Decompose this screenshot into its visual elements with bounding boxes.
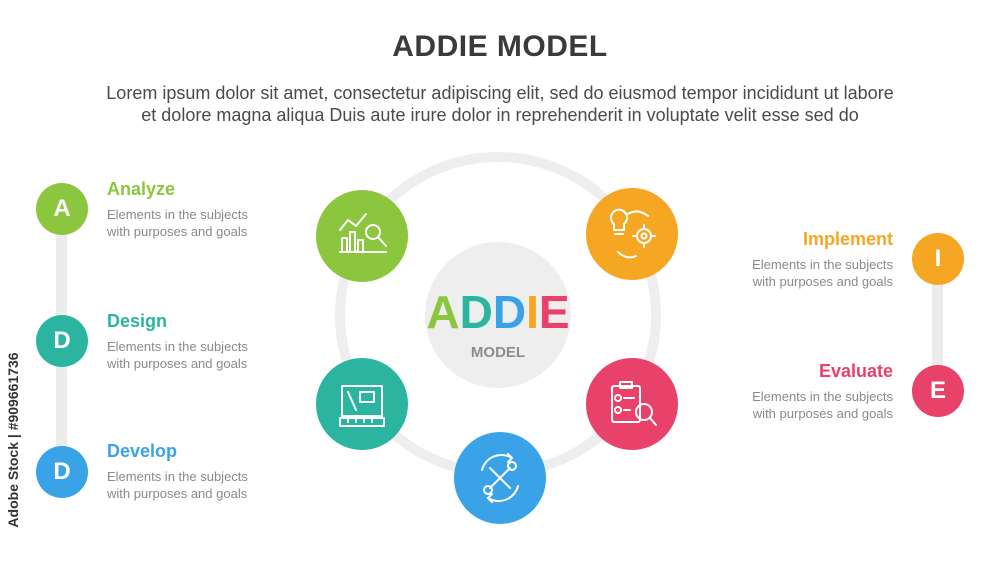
design-badge-letter: D: [53, 327, 71, 354]
analyze-desc-line-1: Elements in the subjects: [107, 207, 248, 222]
analyze-desc: Elements in the subjects with purposes a…: [107, 206, 277, 240]
evaluate-badge-letter: E: [929, 377, 946, 404]
analyze-node: [316, 190, 408, 282]
idea-gear-icon: [610, 208, 656, 259]
implement-title: Implement: [802, 229, 893, 249]
evaluate-badge: E: [912, 365, 964, 417]
center-disc: [425, 242, 571, 388]
center-letter-d2: D: [493, 286, 526, 338]
center-addie-wordmark: ADDIE: [426, 286, 569, 338]
implement-badge-letter: I: [934, 245, 942, 272]
evaluate-title: Evaluate: [818, 361, 893, 381]
evaluate-desc-line-1: Elements in the subjects: [752, 389, 893, 404]
center-model-label: MODEL: [471, 344, 525, 361]
evaluate-desc: Elements in the subjects with purposes a…: [723, 388, 893, 422]
subtitle-line-2: et dolore magna aliqua Duis aute irure d…: [141, 105, 859, 125]
center-letter-d1: D: [460, 286, 493, 338]
subtitle-line-1: Lorem ipsum dolor sit amet, consectetur …: [106, 83, 894, 103]
page-subtitle: Lorem ipsum dolor sit amet, consectetur …: [40, 82, 960, 126]
analyze-badge-letter: A: [53, 195, 71, 222]
develop-desc-line-2: with purposes and goals: [107, 486, 248, 501]
develop-node: [454, 432, 546, 524]
implement-badge: I: [912, 233, 964, 285]
implement-desc-line-2: with purposes and goals: [752, 274, 893, 289]
develop-badge-letter: D: [53, 458, 71, 485]
analyze-badge: A: [36, 183, 88, 235]
develop-desc-line-1: Elements in the subjects: [107, 469, 248, 484]
analyze-desc-line-2: with purposes and goals: [107, 224, 248, 239]
analytics-chart-icon: [339, 213, 387, 253]
clipboard-search-icon: [611, 381, 657, 426]
stock-watermark: Adobe Stock | #909661736: [2, 320, 24, 560]
develop-desc: Elements in the subjects with purposes a…: [107, 468, 277, 502]
blueprint-design-icon: [339, 385, 385, 427]
implement-node: [586, 188, 678, 280]
design-badge: D: [36, 315, 88, 367]
center-letter-e: E: [539, 286, 570, 338]
implement-desc-line-1: Elements in the subjects: [752, 257, 893, 272]
design-node: [316, 358, 408, 450]
develop-badge: D: [36, 446, 88, 498]
design-desc-line-2: with purposes and goals: [107, 356, 248, 371]
watermark-text: Adobe Stock | #909661736: [5, 352, 21, 528]
design-title: Design: [107, 311, 168, 331]
center-letter-i: I: [526, 286, 539, 338]
design-desc: Elements in the subjects with purposes a…: [107, 338, 277, 372]
design-desc-line-1: Elements in the subjects: [107, 339, 248, 354]
tools-cycle-icon: [481, 453, 519, 503]
page-title: ADDIE MODEL: [392, 30, 608, 63]
evaluate-desc-line-2: with purposes and goals: [752, 406, 893, 421]
implement-desc: Elements in the subjects with purposes a…: [723, 256, 893, 290]
right-timeline-bar: [932, 280, 943, 375]
center-letter-a: A: [426, 286, 459, 338]
develop-title: Develop: [107, 441, 178, 461]
analyze-title: Analyze: [107, 179, 176, 199]
evaluate-node: [586, 358, 678, 450]
